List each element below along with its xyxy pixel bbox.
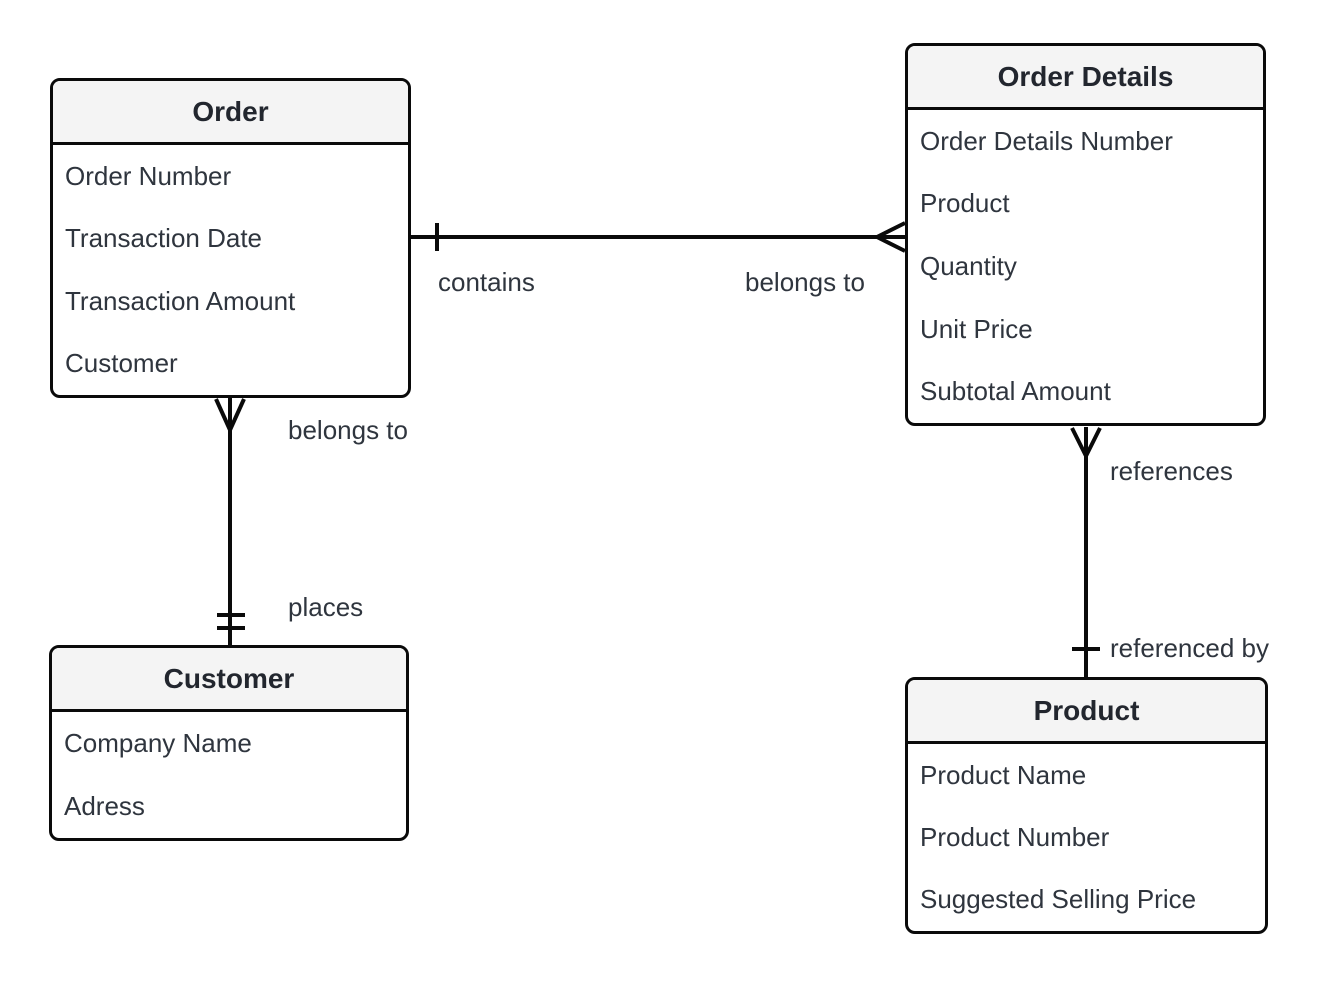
entity-product-attributes: Product Name Product Number Suggested Se…: [908, 744, 1265, 931]
attribute-transaction-date: Transaction Date: [65, 223, 263, 254]
entity-customer-title: Customer: [52, 648, 406, 712]
many-marker-orderdetails-end: [876, 221, 906, 253]
relationship-label-referenced-by: referenced by: [1110, 633, 1269, 663]
relationship-label-belongs-to-customer: belongs to: [288, 415, 408, 445]
one-only-one-marker-customer-end: [217, 613, 245, 630]
attribute-product-name: Product Name: [920, 759, 1087, 790]
entity-customer: Customer Company Name Adress: [49, 645, 409, 841]
attribute-adress: Adress: [64, 791, 145, 821]
relationship-label-places: places: [288, 592, 364, 622]
relationship-label-contains: contains: [438, 267, 535, 297]
attribute-subtotal-amount: Subtotal Amount: [920, 376, 1111, 407]
entity-order-attributes: Order Number Transaction Date Transactio…: [53, 145, 408, 395]
relationship-label-references: references: [1110, 456, 1233, 486]
entity-customer-attributes: Company Name Adress: [52, 712, 406, 838]
connector-orderdetails-product: [1070, 427, 1102, 677]
entity-product-title: Product: [908, 680, 1265, 744]
entity-order-details-attributes: Order Details Number Product Quantity Un…: [908, 110, 1263, 423]
entity-order-title: Order: [53, 81, 408, 145]
attribute-order-details-number: Order Details Number: [920, 125, 1173, 156]
connector-order-orderdetails: [411, 221, 906, 253]
attribute-customer: Customer: [65, 348, 178, 379]
connector-order-customer: [214, 398, 246, 645]
attribute-suggested-selling-price: Suggested Selling Price: [920, 884, 1197, 915]
entity-order-details: Order Details Order Details Number Produ…: [905, 43, 1266, 426]
attribute-quantity: Quantity: [920, 250, 1017, 281]
relationship-label-belongs-to-orderdetails: belongs to: [745, 267, 865, 297]
attribute-order-number: Order Number: [65, 160, 232, 191]
attribute-transaction-amount: Transaction Amount: [65, 285, 296, 316]
attribute-product: Product: [920, 188, 1010, 219]
many-marker-order-end: [214, 398, 246, 431]
attribute-product-number: Product Number: [920, 821, 1110, 852]
attribute-unit-price: Unit Price: [920, 313, 1033, 344]
entity-product: Product Product Name Product Number Sugg…: [905, 677, 1268, 934]
many-marker-orderdetails-end: [1070, 427, 1102, 457]
entity-order: Order Order Number Transaction Date Tran…: [50, 78, 411, 398]
attribute-company-name: Company Name: [64, 728, 252, 758]
entity-order-details-title: Order Details: [908, 46, 1263, 110]
